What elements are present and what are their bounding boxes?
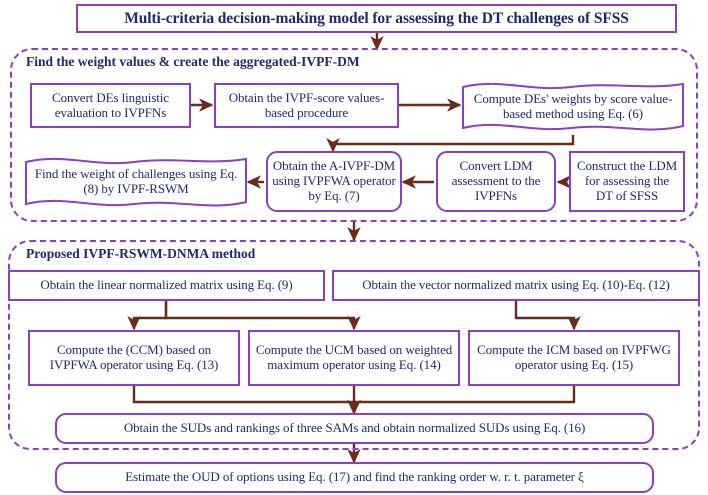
node-linear-norm[interactable]: Obtain the linear normalized matrix usin… bbox=[8, 270, 325, 301]
group-method bbox=[8, 240, 700, 450]
wave-document-shape bbox=[462, 82, 684, 131]
wave-document-shape bbox=[25, 157, 247, 207]
node-obtain-ivpf-score-label: Obtain the IVPF-score values-based proce… bbox=[228, 89, 385, 120]
node-compute-icm-label: Compute the ICM based on IVPFWG operator… bbox=[477, 342, 671, 372]
node-convert-des-label: Convert DEs linguistic evaluation to IVP… bbox=[52, 89, 169, 120]
node-obtain-suds-label: Obtain the SUDs and rankings of three SA… bbox=[123, 420, 586, 436]
group-method-label: Proposed IVPF-RSWM-DNMA method bbox=[26, 246, 256, 261]
node-vector-norm-label: Obtain the vector normalized matrix usin… bbox=[362, 277, 670, 293]
node-obtain-ivpf-score[interactable]: Obtain the IVPF-score values-based proce… bbox=[214, 83, 399, 128]
node-convert-ldm[interactable]: Convert LDM assessment to the IVPFNs bbox=[436, 151, 556, 212]
node-estimate-oud-label: Estimate the OUD of options using Eq. (1… bbox=[125, 469, 584, 485]
node-convert-ldm-label: Convert LDM assessment to the IVPFNs bbox=[451, 158, 541, 203]
node-compute-ccm[interactable]: Compute the (CCM) based on IVPFWA operat… bbox=[28, 330, 240, 386]
node-compute-ccm-label: Compute the (CCM) based on IVPFWA operat… bbox=[49, 342, 219, 372]
node-obtain-aivpf-dm[interactable]: Obtain the A-IVPF-DM using IVPFWA operat… bbox=[266, 151, 402, 212]
group-weights-label: Find the weight values & create the aggr… bbox=[26, 54, 360, 69]
node-vector-norm[interactable]: Obtain the vector normalized matrix usin… bbox=[332, 270, 700, 301]
group-weights bbox=[10, 48, 698, 222]
page-title: Multi-criteria decision-making model for… bbox=[76, 4, 677, 33]
node-construct-ldm[interactable]: Construct the LDM for assessing the DT o… bbox=[569, 151, 685, 212]
node-obtain-aivpf-dm-label: Obtain the A-IVPF-DM using IVPFWA operat… bbox=[272, 158, 396, 203]
node-linear-norm-label: Obtain the linear normalized matrix usin… bbox=[40, 277, 293, 293]
node-obtain-suds[interactable]: Obtain the SUDs and rankings of three SA… bbox=[55, 413, 654, 444]
node-compute-ucm[interactable]: Compute the UCM based on weighted maximu… bbox=[248, 330, 460, 386]
node-find-weight-challenges-label: Find the weight of challenges using Eq. … bbox=[34, 166, 238, 196]
node-find-weight-challenges[interactable]: Find the weight of challenges using Eq. … bbox=[24, 152, 248, 212]
node-compute-icm[interactable]: Compute the ICM based on IVPFWG operator… bbox=[468, 330, 680, 386]
node-compute-des-weights-label: Compute DEs' weights by score value-base… bbox=[473, 90, 673, 121]
node-estimate-oud[interactable]: Estimate the OUD of options using Eq. (1… bbox=[55, 462, 654, 493]
node-compute-ucm-label: Compute the UCM based on weighted maximu… bbox=[255, 342, 453, 372]
node-construct-ldm-label: Construct the LDM for assessing the DT o… bbox=[576, 158, 678, 203]
node-compute-des-weights[interactable]: Compute DEs' weights by score value-base… bbox=[461, 78, 685, 135]
node-convert-des[interactable]: Convert DEs linguistic evaluation to IVP… bbox=[30, 83, 191, 128]
page-title-text: Multi-criteria decision-making model for… bbox=[124, 9, 629, 27]
